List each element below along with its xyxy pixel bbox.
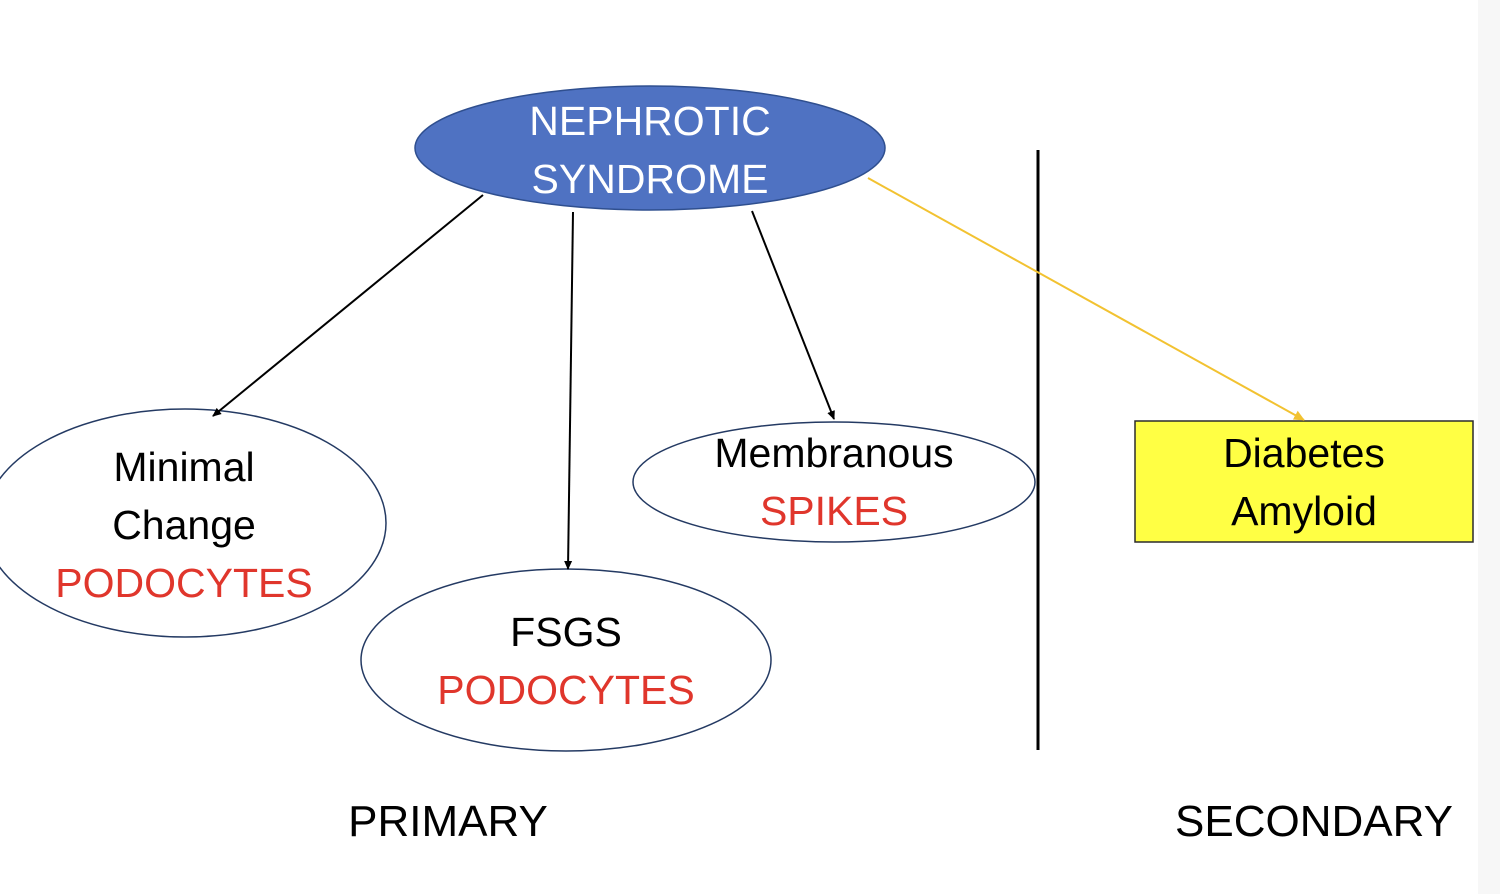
root-label: NEPHROTIC SYNDROME bbox=[450, 92, 850, 208]
fsgs-label: FSGS PODOCYTES bbox=[416, 603, 716, 719]
secondary-section-label: SECONDARY bbox=[1175, 797, 1453, 846]
minimal-change-name-line2: Change bbox=[112, 502, 256, 548]
primary-section-label: PRIMARY bbox=[348, 797, 548, 846]
minimal-change-finding: PODOCYTES bbox=[55, 560, 313, 606]
root-label-line2: SYNDROME bbox=[531, 156, 769, 202]
membranous-name: Membranous bbox=[714, 430, 954, 476]
secondary-causes-label: Diabetes Amyloid bbox=[1154, 424, 1454, 540]
secondary-cause-diabetes: Diabetes bbox=[1223, 430, 1385, 476]
fsgs-name: FSGS bbox=[510, 609, 622, 655]
minimal-change-label: Minimal Change PODOCYTES bbox=[34, 438, 334, 612]
slide-edge bbox=[1478, 0, 1500, 894]
nephrotic-syndrome-root-node bbox=[414, 85, 886, 211]
secondary-cause-amyloid: Amyloid bbox=[1231, 488, 1377, 534]
arrow-to-membranous bbox=[751, 210, 835, 420]
minimal-change-name-line1: Minimal bbox=[113, 444, 255, 490]
secondary-causes-box bbox=[1134, 420, 1474, 543]
membranous-node bbox=[632, 421, 1036, 543]
root-label-line1: NEPHROTIC bbox=[529, 98, 771, 144]
arrow-to-minimal-change bbox=[212, 194, 484, 417]
minimal-change-node bbox=[0, 408, 387, 638]
fsgs-finding: PODOCYTES bbox=[437, 667, 695, 713]
membranous-label: Membranous SPIKES bbox=[684, 424, 984, 540]
arrow-to-secondary-causes bbox=[867, 177, 1305, 421]
arrow-to-fsgs bbox=[564, 211, 574, 570]
membranous-finding: SPIKES bbox=[759, 488, 909, 534]
